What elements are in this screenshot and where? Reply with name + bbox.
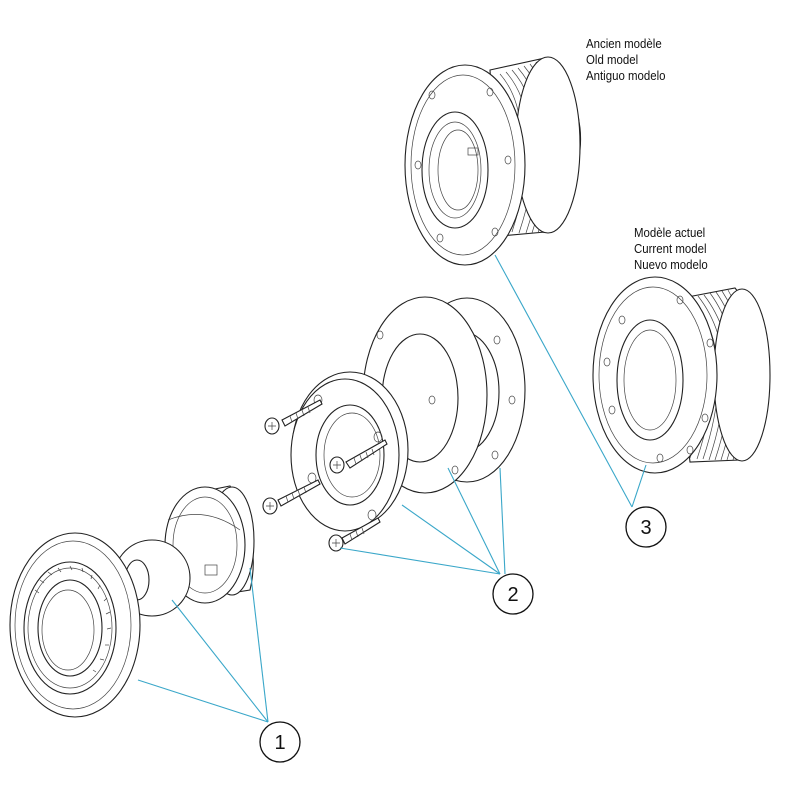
- current-model-label-es: Nuevo modelo: [634, 257, 708, 272]
- current-model-label-fr: Modèle actuel: [634, 225, 706, 240]
- screw-top: [264, 399, 323, 435]
- screw-middle: [329, 439, 388, 474]
- leader-lines: [137, 254, 647, 723]
- old-model-label-en: Old model: [586, 52, 639, 67]
- screw-left: [262, 479, 321, 515]
- ball-housing: [164, 485, 255, 604]
- old-model-wall-fitting: [404, 56, 582, 266]
- svg-text:3: 3: [640, 517, 651, 539]
- old-model-label-es: Antiguo modelo: [586, 68, 666, 83]
- svg-text:1: 1: [274, 732, 285, 754]
- flange-ring: [290, 371, 409, 532]
- callout-1: 1: [259, 721, 301, 763]
- outer-cap: [9, 532, 141, 718]
- current-model-wall-fitting: [592, 276, 771, 474]
- screw-bottom: [328, 517, 381, 552]
- svg-text:2: 2: [507, 584, 518, 606]
- callout-2: 2: [492, 573, 534, 615]
- callout-3: 3: [625, 506, 667, 548]
- old-model-label-fr: Ancien modèle: [586, 36, 662, 51]
- current-model-label-en: Current model: [634, 241, 707, 256]
